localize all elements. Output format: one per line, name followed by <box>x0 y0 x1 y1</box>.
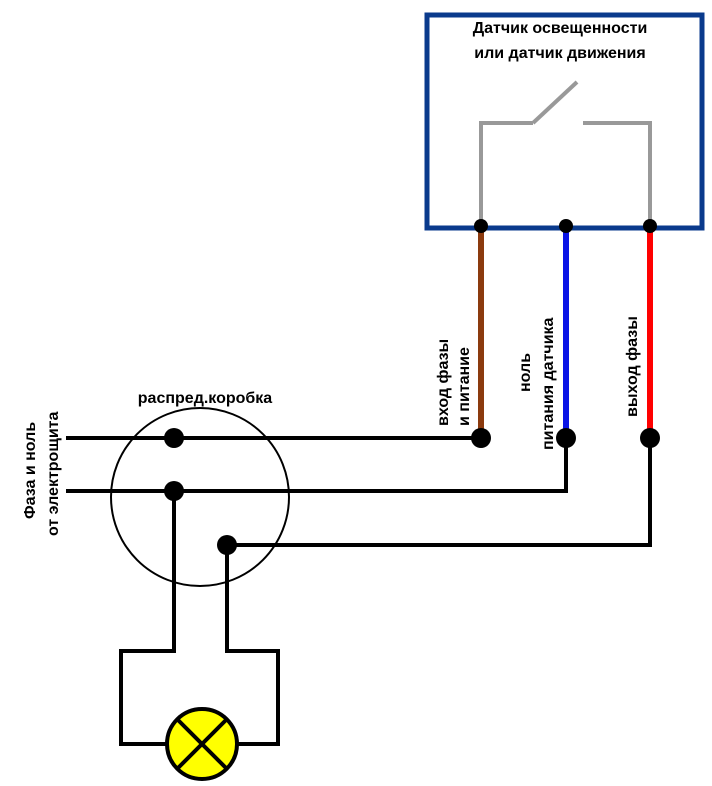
supply-label-line2: от электрощита <box>45 411 62 536</box>
black-wiring <box>66 436 652 746</box>
label-phase-out: выход фазы <box>624 316 641 417</box>
terminal-neutral <box>556 428 576 448</box>
terminal-sensor-phase <box>474 219 488 233</box>
label-phase-in-line2: и питание <box>456 347 473 426</box>
sensor-title-line1: Датчик освещенности <box>473 20 648 37</box>
junction-box-label: распред.коробка <box>138 390 273 407</box>
terminals <box>164 219 660 555</box>
label-phase-in-line1: вход фазы <box>435 339 452 426</box>
supply-label-line1: Фаза и ноль <box>22 422 39 519</box>
label-neutral-line2: питания датчика <box>540 317 557 450</box>
junction-node-neutral <box>164 481 184 501</box>
terminal-sensor-out <box>643 219 657 233</box>
terminal-phase-out <box>640 428 660 448</box>
junction-node-lamp <box>217 535 237 555</box>
terminal-phase-in <box>471 428 491 448</box>
junction-node-phase <box>164 428 184 448</box>
sensor-title-line2: или датчик движения <box>474 45 645 62</box>
label-neutral-line1: ноль <box>517 353 534 392</box>
sensor-switch <box>479 80 652 228</box>
lamp-icon <box>165 707 239 781</box>
junction-box <box>110 407 290 587</box>
terminal-sensor-neutral <box>559 219 573 233</box>
